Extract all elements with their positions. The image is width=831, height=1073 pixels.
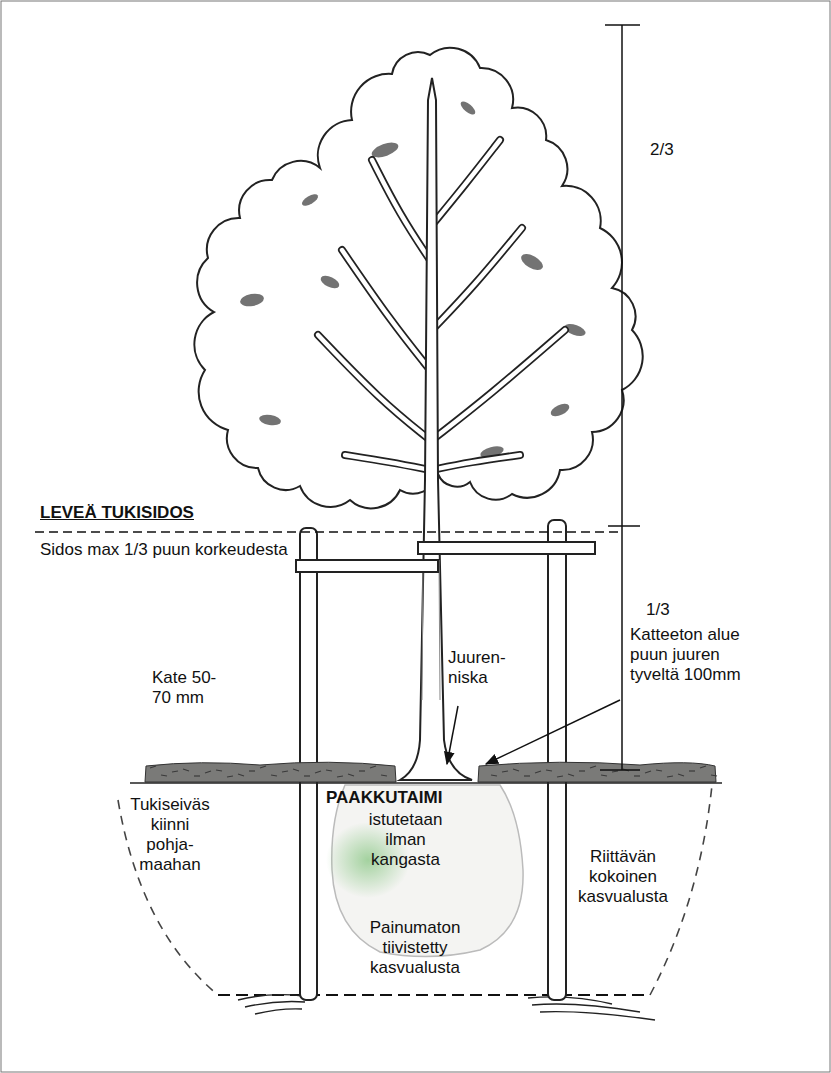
- tree-branch: [372, 160, 430, 260]
- note-label: Tukiseiväs kiinni pohja- maahan: [128, 795, 212, 875]
- crown-shading: [459, 99, 478, 117]
- tree-branch: [432, 330, 565, 440]
- mulch: [145, 762, 396, 782]
- leader-arrow: [447, 706, 458, 764]
- tree-branch: [342, 250, 430, 370]
- tree-branch: [432, 140, 500, 225]
- note-label: Katteeton alue puun juuren tyveltä 100mm: [630, 625, 770, 685]
- dimension-label: 1/3: [646, 600, 706, 620]
- tree-branch: [432, 330, 565, 440]
- trunk-shading: [422, 560, 440, 700]
- crown-shading: [258, 413, 281, 427]
- tree-branch: [432, 140, 500, 225]
- crown-shading: [239, 292, 265, 308]
- crown-shading: [319, 273, 341, 291]
- tree-crown: [194, 48, 642, 509]
- tree-branch: [345, 455, 430, 470]
- tie-heading: LEVEÄ TUKISIDOS: [40, 503, 300, 523]
- ground-line: [130, 782, 722, 784]
- support-stake: [548, 520, 566, 1000]
- subsoil-strokes: [238, 995, 655, 1020]
- tree-branch: [432, 455, 520, 470]
- tree-branch: [342, 250, 430, 370]
- part-heading: PAAKKUTAIMI: [326, 788, 456, 808]
- tree-branch: [345, 455, 430, 470]
- mulch-texture: [150, 766, 717, 777]
- note-label: Painumaton tiivistetty kasvualusta: [365, 918, 465, 978]
- tree-branch: [432, 228, 522, 330]
- tree-branch: [372, 160, 430, 260]
- note-label: Kate 50-70 mm: [152, 668, 232, 708]
- crown-shading: [300, 192, 320, 208]
- note-label: istutetaan ilman kangasta: [358, 810, 453, 870]
- dimension-label: 2/3: [650, 140, 710, 160]
- note-label: Riittävän kokoinen kasvualusta: [577, 847, 669, 907]
- wide-tie: [296, 560, 438, 572]
- wide-tie: [418, 542, 595, 554]
- height-divider: [35, 531, 620, 533]
- tree-branch: [432, 455, 520, 470]
- crown-shading: [519, 251, 546, 273]
- part-label: Juuren- niska: [448, 648, 510, 688]
- tie-note: Sidos max 1/3 puun korkeudesta: [40, 540, 290, 560]
- tree-branch: [432, 228, 522, 330]
- mulch: [478, 762, 716, 782]
- crown-shading: [549, 401, 571, 419]
- leader-arrow: [486, 700, 620, 764]
